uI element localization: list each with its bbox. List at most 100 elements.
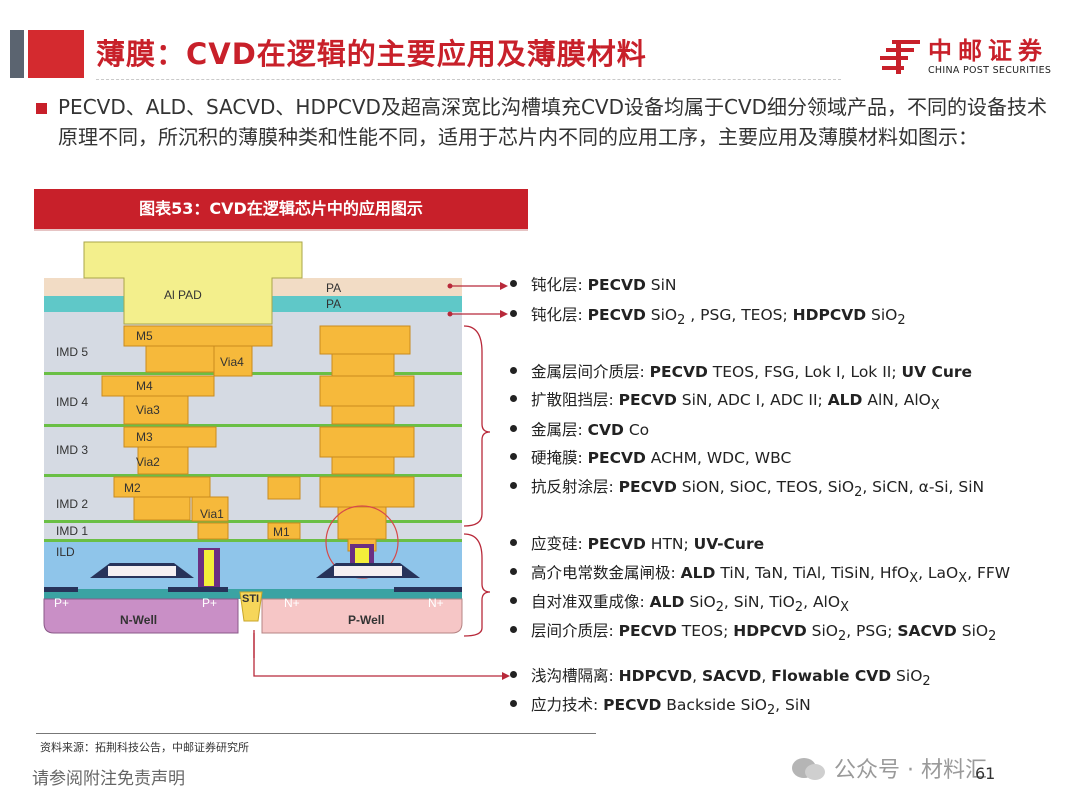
label-pa-top: PA xyxy=(326,281,341,295)
label-sti: STI xyxy=(242,593,259,605)
application-item: 扩散阻挡层: PECVD SiN, ADC I, ADC II; ALD AlN… xyxy=(510,388,940,413)
label-n-well: N-Well xyxy=(120,613,157,627)
sti-trench xyxy=(239,591,263,622)
label-imd5: IMD 5 xyxy=(56,345,88,359)
application-name: 层间介质层: xyxy=(531,622,614,640)
label-al-pad: Al PAD xyxy=(164,288,202,302)
application-materials: PECVD ACHM, WDC, WBC xyxy=(587,449,792,467)
label-imd3: IMD 3 xyxy=(56,443,88,457)
watermark: 公众号 · 材料汇 xyxy=(834,758,987,783)
bullet-dot-icon xyxy=(510,482,517,489)
label-via2: Via2 xyxy=(136,455,160,469)
barrier-lines xyxy=(44,372,462,542)
label-m1: M1 xyxy=(273,525,290,539)
callout-connectors xyxy=(253,285,500,658)
application-materials: PECVD HTN; UV-Cure xyxy=(587,535,765,553)
n-well xyxy=(43,598,239,634)
application-materials: PECVD SiN, ADC I, ADC II; ALD AlN, AlOX xyxy=(618,391,940,414)
label-via3: Via3 xyxy=(136,403,160,417)
label-pa-bottom: PA xyxy=(326,297,341,311)
label-imd2: IMD 2 xyxy=(56,497,88,511)
application-materials: ALD SiO2, SiN, TiO2, AlOX xyxy=(649,593,849,616)
application-name: 自对准双重成像: xyxy=(531,593,645,611)
bullet-dot-icon xyxy=(510,280,517,287)
application-materials: ALD TiN, TaN, TiAl, TiSiN, HfOX, LaOX, F… xyxy=(680,564,1011,587)
application-item: 层间介质层: PECVD TEOS; HDPCVD SiO2, PSG; SAC… xyxy=(510,619,996,644)
application-item: 钝化层: PECVD SiO2 , PSG, TEOS; HDPCVD SiO2 xyxy=(510,303,906,328)
application-item: 抗反射涂层: PECVD SiON, SiOC, TEOS, SiO2, SiC… xyxy=(510,475,984,500)
title-divider xyxy=(96,79,841,80)
source-divider xyxy=(36,733,596,734)
gates xyxy=(90,563,420,578)
label-p-plus-2: P+ xyxy=(202,596,217,610)
al-pad xyxy=(83,241,303,325)
source-note: 资料来源：拓荆科技公告，中邮证券研究所 xyxy=(40,741,249,754)
label-m2: M2 xyxy=(124,481,141,495)
logo-chinese-name: 中邮证券 xyxy=(928,37,1048,65)
bullet-dot-icon xyxy=(510,395,517,402)
label-imd1: IMD 1 xyxy=(56,524,88,538)
application-item: 金属层间介质层: PECVD TEOS, FSG, Lok I, Lok II;… xyxy=(510,360,972,382)
application-item: 应变硅: PECVD HTN; UV-Cure xyxy=(510,532,764,554)
application-item: 高介电常数金属闸极: ALD TiN, TaN, TiAl, TiSiN, Hf… xyxy=(510,561,1010,586)
application-materials: HDPCVD, SACVD, Flowable CVD SiO2 xyxy=(618,667,931,690)
application-materials: PECVD TEOS; HDPCVD SiO2, PSG; SACVD SiO2 xyxy=(618,622,997,645)
application-name: 金属层间介质层: xyxy=(531,363,645,381)
application-name: 抗反射涂层: xyxy=(531,478,614,496)
application-materials: PECVD SiN xyxy=(587,276,677,294)
label-ild: ILD xyxy=(56,545,75,559)
label-n-plus-1: N+ xyxy=(284,596,300,610)
title-accent-red xyxy=(28,30,84,78)
label-p-plus-1: P+ xyxy=(54,596,69,610)
p-well xyxy=(261,598,463,634)
china-post-logo-icon xyxy=(880,40,920,74)
application-item: 应力技术: PECVD Backside SiO2, SiN xyxy=(510,693,811,718)
title-accent-gray xyxy=(10,30,24,78)
bullet-dot-icon xyxy=(510,568,517,575)
figure-caption-underline xyxy=(34,229,528,231)
left-metal-stack xyxy=(101,325,301,540)
bullet-dot-icon xyxy=(510,626,517,633)
application-item: 硬掩膜: PECVD ACHM, WDC, WBC xyxy=(510,446,791,468)
lower-callouts xyxy=(253,630,510,680)
logo-english-name: CHINA POST SECURITIES xyxy=(928,65,1052,76)
label-m3: M3 xyxy=(136,430,153,444)
bullet-square-icon xyxy=(36,103,47,114)
disclaimer: 请参阅附注免责声明 xyxy=(32,769,185,789)
spacers xyxy=(44,587,462,592)
label-via4: Via4 xyxy=(220,355,244,369)
figure-caption-bar xyxy=(34,189,528,229)
bullet-dot-icon xyxy=(510,310,517,317)
bullet-dot-icon xyxy=(510,539,517,546)
application-name: 应变硅: xyxy=(531,535,583,553)
bullet-dot-icon xyxy=(510,597,517,604)
label-via1: Via1 xyxy=(200,507,224,521)
label-m5: M5 xyxy=(136,329,153,343)
application-name: 钝化层: xyxy=(531,306,583,324)
application-materials: CVD Co xyxy=(587,421,650,439)
cvd-logic-chip-diagram: Al PAD PA PA IMD 5 IMD 4 IMD 3 IMD 2 IMD… xyxy=(43,241,508,658)
application-materials: PECVD SiO2 , PSG, TEOS; HDPCVD SiO2 xyxy=(587,306,906,329)
wechat-icon xyxy=(792,758,825,780)
bullet-dot-icon xyxy=(510,453,517,460)
page-title: 薄膜：CVD在逻辑的主要应用及薄膜材料 xyxy=(96,37,647,71)
label-imd4: IMD 4 xyxy=(56,395,88,409)
intro-paragraph: PECVD、ALD、SACVD、HDPCVD及超高深宽比沟槽填充CVD设备均属于… xyxy=(58,95,1048,149)
application-name: 钝化层: xyxy=(531,276,583,294)
figure-caption: 图表53：CVD在逻辑芯片中的应用图示 xyxy=(139,199,423,218)
label-m4: M4 xyxy=(136,379,153,393)
page-number: 61 xyxy=(975,764,996,783)
application-materials: PECVD TEOS, FSG, Lok I, Lok II; UV Cure xyxy=(649,363,973,381)
bullet-dot-icon xyxy=(510,671,517,678)
application-item: 浅沟槽隔离: HDPCVD, SACVD, Flowable CVD SiO2 xyxy=(510,664,931,689)
callout-arrowheads xyxy=(447,282,508,318)
application-item: 自对准双重成像: ALD SiO2, SiN, TiO2, AlOX xyxy=(510,590,849,615)
label-n-plus-2: N+ xyxy=(428,596,444,610)
application-name: 应力技术: xyxy=(531,696,599,714)
application-item: 钝化层: PECVD SiN xyxy=(510,273,677,295)
application-name: 金属层: xyxy=(531,421,583,439)
bullet-dot-icon xyxy=(510,367,517,374)
application-materials: PECVD Backside SiO2, SiN xyxy=(603,696,811,719)
label-p-well: P-Well xyxy=(348,613,384,627)
application-item: 金属层: CVD Co xyxy=(510,418,649,440)
